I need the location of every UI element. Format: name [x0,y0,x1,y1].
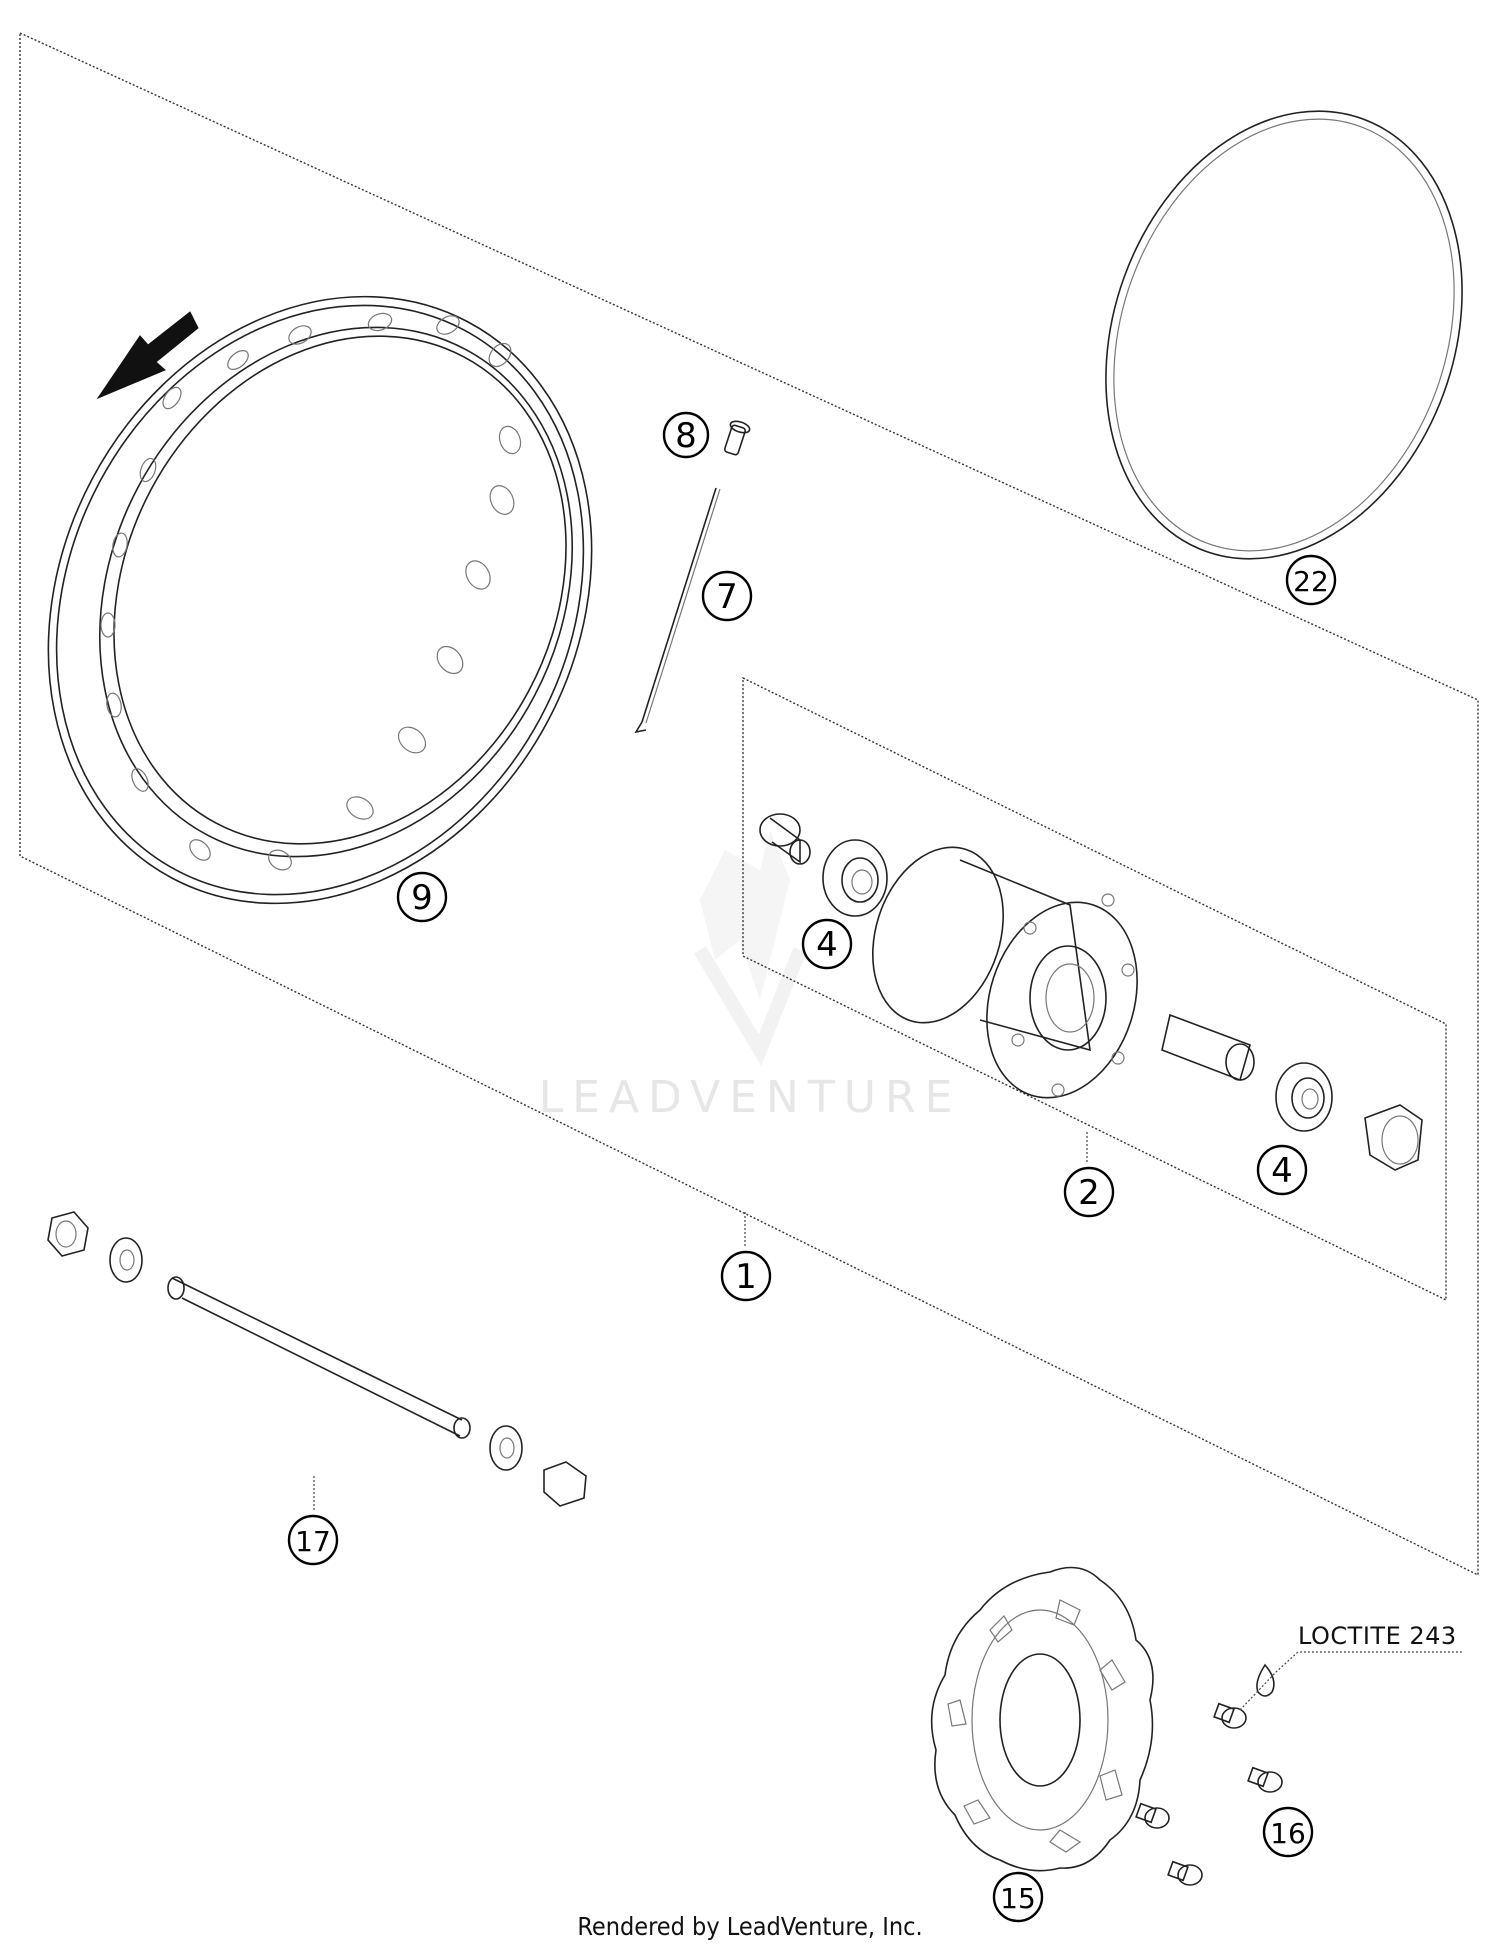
loctite-drop-icon [1256,1663,1275,1697]
rim-tape-part[interactable] [1046,61,1500,610]
brake-disc-part[interactable] [930,1566,1154,1872]
svg-text:1: 1 [735,1257,757,1297]
loctite-note: LOCTITE 243 [1298,1622,1457,1650]
rim-part[interactable] [0,201,696,1000]
loctite-leader [1239,1651,1464,1711]
hub-part[interactable] [851,830,1161,1117]
svg-text:4: 4 [816,925,838,965]
callout-2[interactable]: 2 [1063,1166,1115,1218]
svg-text:8: 8 [675,416,697,456]
watermark-logo-icon [693,830,807,1066]
watermark-text: LEADVENTURE [539,1072,962,1123]
svg-text:9: 9 [411,878,433,918]
spacer-right-part[interactable] [1161,1013,1255,1082]
svg-text:7: 7 [716,577,738,617]
bearing-left-part[interactable] [822,839,888,917]
axle-nut-left-part[interactable] [47,1211,89,1257]
axle-nut-right-part[interactable] [543,1461,587,1507]
axle-part[interactable] [167,1276,471,1439]
footer-credit: Rendered by LeadVenture, Inc. [577,1912,923,1941]
spoke-part[interactable] [634,487,721,734]
nipple-part[interactable] [723,419,751,456]
svg-text:2: 2 [1078,1173,1100,1213]
axle-washer-left-part[interactable] [109,1237,143,1283]
svg-text:22: 22 [1293,565,1329,598]
arrow-down-left-icon [96,311,199,400]
bearing-right-part[interactable] [1275,1062,1333,1132]
callout-4[interactable]: 4 [801,918,853,970]
spacer-left-part[interactable] [759,813,811,865]
callout-8[interactable]: 8 [662,411,710,459]
callout-4[interactable]: 4 [1256,1144,1308,1196]
svg-text:15: 15 [1000,1882,1036,1915]
axle-washer-right-part[interactable] [489,1425,523,1471]
wheel-assembly-panel [19,31,1479,1577]
callout-15[interactable]: 15 [992,1871,1044,1923]
svg-text:16: 16 [1270,1817,1306,1850]
callout-1[interactable]: 1 [720,1250,772,1302]
disc-screw-part[interactable] [1247,1766,1283,1793]
spacer-outer-part[interactable] [1364,1104,1423,1171]
disc-screw-part[interactable] [1135,1802,1170,1829]
callout-9[interactable]: 9 [396,871,448,923]
svg-text:4: 4 [1271,1151,1293,1191]
callout-16[interactable]: 16 [1262,1806,1314,1858]
callout-22[interactable]: 22 [1285,554,1337,606]
callout-17[interactable]: 17 [287,1514,339,1566]
disc-screw-part[interactable] [1167,1860,1203,1886]
svg-text:17: 17 [295,1525,331,1558]
disc-screw-part[interactable] [1213,1702,1247,1729]
callout-7[interactable]: 7 [701,570,753,622]
